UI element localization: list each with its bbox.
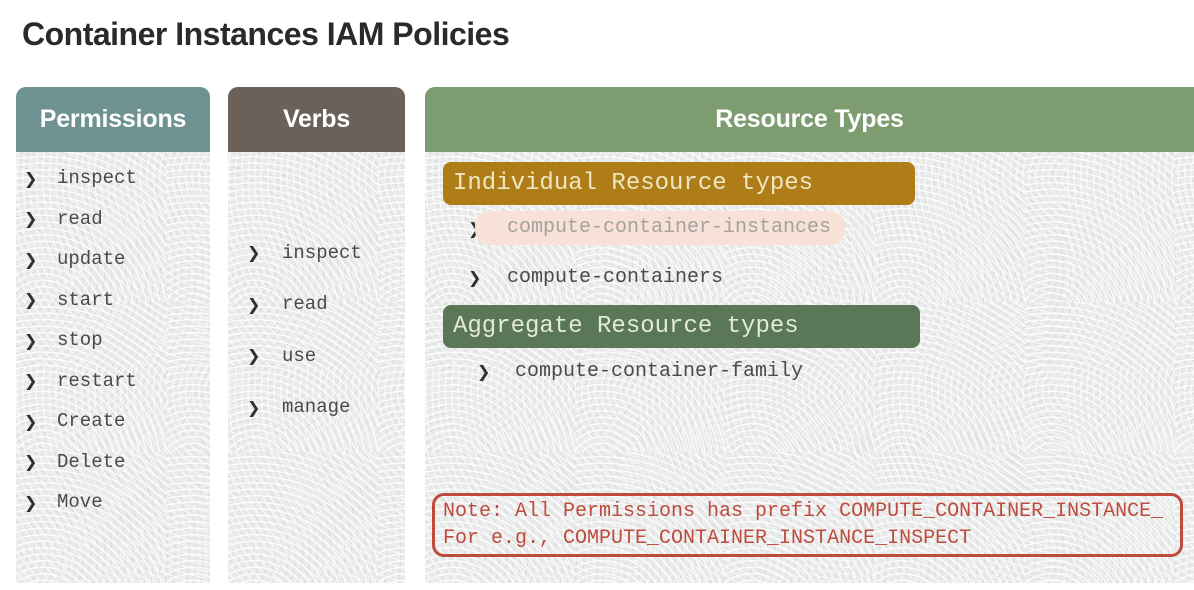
verbs-header-label: Verbs [282,105,351,133]
permissions-header: Permissions [16,87,210,152]
note-line-2: For e.g., COMPUTE_CONTAINER_INSTANCE_INS… [443,527,972,550]
verb-item: ❯ use [228,330,405,382]
verbs-body: ❯ inspect ❯ read ❯ use ❯ manage [228,152,405,583]
permission-item: ❯ inspect [16,158,210,199]
permission-label: update [57,248,126,271]
chevron-bullet-icon: ❯ [247,397,261,417]
note-box: Note: All Permissions has prefix COMPUTE… [432,493,1183,557]
individual-resource-types-label: Individual Resource types [453,170,814,197]
chevron-bullet-icon: ❯ [247,243,261,263]
permissions-header-label: Permissions [39,105,187,133]
verb-item: ❯ manage [228,382,405,434]
permission-item: ❯ update [16,239,210,280]
verbs-list: ❯ inspect ❯ read ❯ use ❯ manage [228,152,405,433]
individual-resource-types-badge: Individual Resource types [443,162,915,205]
page-title: Container Instances IAM Policies [22,16,510,52]
permission-item: ❯ start [16,280,210,321]
resource-item-highlighted: ❯ compute-container-instances [468,210,846,246]
permission-item: ❯ Create [16,401,210,442]
permission-item: ❯ stop [16,320,210,361]
permission-item: ❯ Move [16,482,210,523]
verb-label: manage [282,396,351,419]
permission-label: restart [57,369,137,392]
aggregate-resource-types-label: Aggregate Resource types [453,313,799,340]
chevron-bullet-icon: ❯ [24,492,38,512]
permission-label: Create [57,410,126,433]
chevron-bullet-icon: ❯ [247,294,261,314]
verb-label: use [282,344,317,367]
chevron-bullet-icon: ❯ [24,249,38,269]
verb-item: ❯ read [228,279,405,331]
resource-item-label: compute-container-instances [475,211,846,245]
permission-label: Move [57,491,103,514]
aggregate-resource-types-badge: Aggregate Resource types [443,305,920,348]
resource-types-column: Resource Types Individual Resource types… [425,87,1194,583]
permission-item: ❯ restart [16,361,210,402]
verb-item: ❯ inspect [228,227,405,279]
verb-label: read [282,293,328,316]
resource-types-body: Individual Resource types ❯ compute-cont… [425,152,1194,583]
chevron-bullet-icon: ❯ [247,346,261,366]
chevron-bullet-icon: ❯ [24,452,38,472]
resource-item: ❯ compute-container-family [477,353,803,389]
resource-item: ❯ compute-containers [468,259,723,295]
permission-label: start [57,288,115,311]
permissions-body: ❯ inspect ❯ read ❯ update ❯ start ❯ stop ❯ res… [16,152,210,583]
permissions-list: ❯ inspect ❯ read ❯ update ❯ start ❯ stop ❯ res… [16,152,210,523]
permission-label: inspect [57,167,137,190]
permission-label: read [57,207,103,230]
chevron-bullet-icon: ❯ [468,267,482,287]
permission-label: stop [57,329,103,352]
resource-item-label: compute-container-family [515,359,804,383]
note-line-1: Note: All Permissions has prefix COMPUTE… [443,500,1164,523]
chevron-bullet-icon: ❯ [24,371,38,391]
resource-types-header: Resource Types [425,87,1194,152]
chevron-bullet-icon: ❯ [24,411,38,431]
verb-label: inspect [282,241,362,264]
permission-item: ❯ Delete [16,442,210,483]
permissions-column: Permissions ❯ inspect ❯ read ❯ update ❯ star… [16,87,210,583]
chevron-bullet-icon: ❯ [24,168,38,188]
verbs-column: Verbs ❯ inspect ❯ read ❯ use ❯ manage [228,87,405,583]
permission-item: ❯ read [16,199,210,240]
permission-label: Delete [57,450,126,473]
chevron-bullet-icon: ❯ [24,290,38,310]
resource-item-label: compute-containers [507,265,724,289]
chevron-bullet-icon: ❯ [24,209,38,229]
verbs-header: Verbs [228,87,405,152]
chevron-bullet-icon: ❯ [24,330,38,350]
resource-types-header-label: Resource Types [715,105,904,133]
chevron-bullet-icon: ❯ [477,361,491,381]
